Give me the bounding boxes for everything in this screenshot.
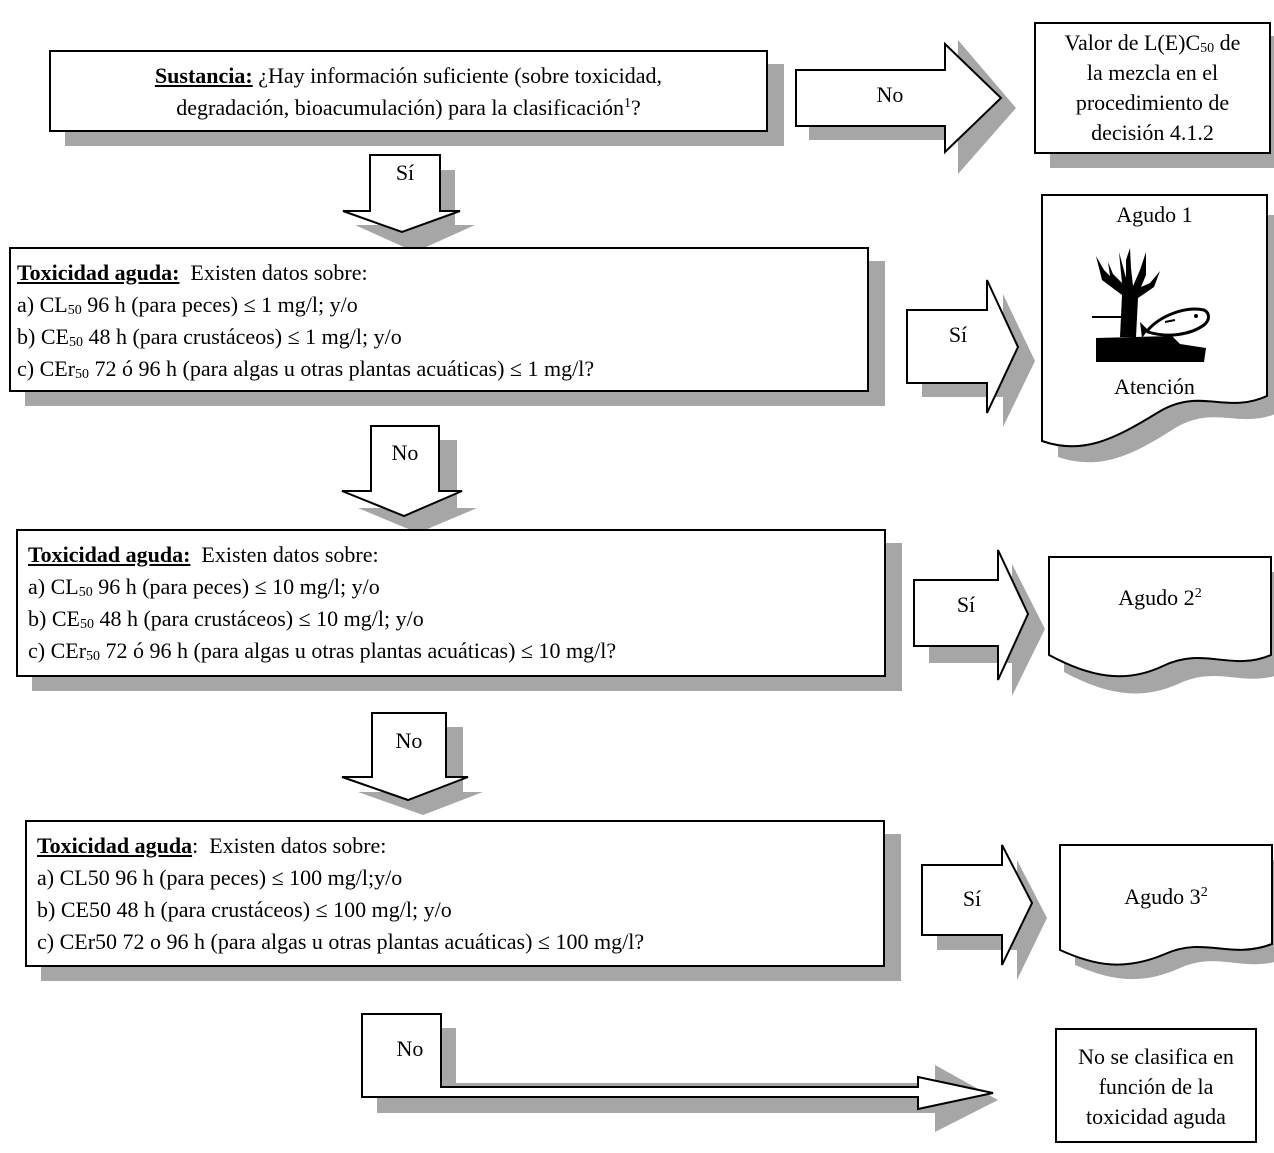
result-2-shape xyxy=(1048,556,1274,694)
acute1-criterion-c: c) CEr50 72 ó 96 h (para algas u otras p… xyxy=(17,356,595,382)
acute2-criterion-c: c) CEr50 72 ó 96 h (para algas u otras p… xyxy=(28,638,617,664)
arrow-down-no-3 xyxy=(341,712,483,815)
acute2-intro: Existen datos sobre: xyxy=(201,542,379,567)
mixture-lec50-box: Valor de L(E)C50 de la mezcla en el proc… xyxy=(1034,22,1271,154)
result-3-shape xyxy=(1059,844,1274,980)
not-classified-line3: toxicidad aguda xyxy=(1086,1104,1226,1129)
result-2-label: Agudo 22 xyxy=(1118,585,1202,610)
mixture-line2: la mezcla en el xyxy=(1086,60,1219,85)
substance-question-box: Sustancia: ¿Hay información suficiente (… xyxy=(49,50,768,132)
substance-line2-end: ? xyxy=(630,95,641,120)
substance-line1: ¿Hay información suficiente (sobre toxic… xyxy=(258,63,663,88)
arrow-down-no-2 xyxy=(341,425,477,533)
result-1-top-label: Agudo 1 xyxy=(1116,202,1193,227)
not-classified-line2: función de la xyxy=(1098,1074,1214,1099)
mixture-line3: procedimiento de xyxy=(1075,90,1230,115)
arrow-si-1-label: Sí xyxy=(395,160,415,185)
mixture-line1: Valor de L(E)C xyxy=(1064,30,1201,55)
arrow-si-3 xyxy=(913,549,1045,696)
acute3-criterion-a: a) CL50 96 h (para peces) ≤ 100 mg/l;y/o xyxy=(37,865,403,890)
acute3-criterion-c: c) CEr50 72 o 96 h (para algas u otras p… xyxy=(37,929,645,954)
arrow-no-4-label: No xyxy=(396,1036,424,1061)
arrow-no-2-label: No xyxy=(391,440,419,465)
acute1-title: Toxicidad aguda: xyxy=(17,260,180,285)
result-1-bottom-label: Atención xyxy=(1114,374,1195,399)
substance-title: Sustancia: xyxy=(154,63,253,88)
acute1-criterion-b: b) CE50 48 h (para crustáceos) ≤ 1 mg/l;… xyxy=(17,324,402,350)
acute1-criterion-a: a) CL50 96 h (para peces) ≤ 1 mg/l; y/o xyxy=(17,292,358,318)
acute2-criterion-a: a) CL50 96 h (para peces) ≤ 10 mg/l; y/o xyxy=(28,574,380,600)
acute-toxicity-box-2: Toxicidad aguda: Existen datos sobre: a)… xyxy=(16,529,886,677)
acute2-title: Toxicidad aguda: xyxy=(28,542,191,567)
arrow-no-top xyxy=(795,40,1016,174)
arrow-si-3-label: Sí xyxy=(956,592,976,617)
acute3-intro: Existen datos sobre: xyxy=(209,833,387,858)
arrow-si-4 xyxy=(921,844,1047,980)
arrow-si-2-label: Sí xyxy=(948,322,968,347)
mixture-line1-sub: 50 xyxy=(1200,41,1215,56)
arrow-si-2 xyxy=(906,279,1035,427)
arrow-si-4-label: Sí xyxy=(962,886,982,911)
acute1-intro: Existen datos sobre: xyxy=(190,260,368,285)
result-3-label: Agudo 32 xyxy=(1124,884,1208,909)
mixture-line4: decisión 4.1.2 xyxy=(1091,120,1214,145)
not-classified-line1: No se clasifica en xyxy=(1078,1044,1234,1069)
acute3-criterion-b: b) CE50 48 h (para crustáceos) ≤ 100 mg/… xyxy=(37,897,452,922)
mixture-line1-end: de xyxy=(1214,30,1241,55)
not-classified-box: No se clasifica en función de la toxicid… xyxy=(1055,1028,1257,1143)
substance-footnote: 1 xyxy=(623,96,631,111)
acute3-title: Toxicidad aguda xyxy=(37,833,193,858)
acute-toxicity-box-1: Toxicidad aguda: Existen datos sobre: a)… xyxy=(9,247,869,392)
environment-hazard-icon xyxy=(1092,248,1210,362)
acute-toxicity-box-3: Toxicidad aguda: Existen datos sobre: a)… xyxy=(25,820,885,967)
arrow-no-bottom xyxy=(361,1013,998,1132)
arrow-down-si-1 xyxy=(342,154,475,252)
arrow-no-top-label: No xyxy=(876,82,904,107)
acute2-criterion-b: b) CE50 48 h (para crustáceos) ≤ 10 mg/l… xyxy=(28,606,424,632)
substance-line2: degradación, bioacumulación) para la cla… xyxy=(176,95,624,120)
arrow-no-3-label: No xyxy=(395,728,423,753)
